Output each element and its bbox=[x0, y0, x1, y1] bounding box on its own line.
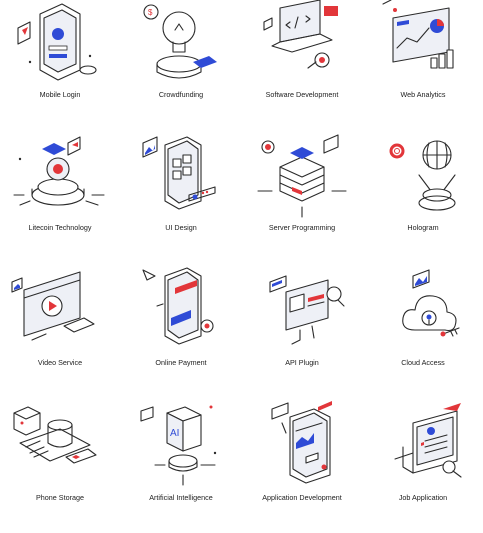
icon-label: Cloud Access bbox=[401, 358, 445, 367]
icon-label: Web Analytics bbox=[400, 90, 446, 99]
mobile-login-icon bbox=[17, 3, 97, 81]
icon-card-mobile-login: Mobile Login bbox=[0, 0, 120, 130]
icon-grid: Mobile Login $ Crowdfunding Software Dev… bbox=[0, 0, 483, 502]
icon-label: Hologram bbox=[407, 223, 439, 232]
icon-card-application-development: Application Development bbox=[242, 401, 362, 533]
ui-design-icon bbox=[142, 136, 216, 210]
icon-label: Application Development bbox=[262, 493, 342, 502]
icon-card-phone-storage: Phone Storage bbox=[0, 403, 120, 533]
icon-label: Litecoin Technology bbox=[28, 223, 92, 232]
icon-card-web-analytics: Web Analytics bbox=[363, 0, 483, 130]
icon-card-video-service: Video Service bbox=[0, 268, 120, 398]
icon-card-artificial-intelligence: AI Artificial Intelligence bbox=[121, 403, 241, 533]
video-service-icon bbox=[11, 271, 95, 341]
api-plugin-icon bbox=[269, 275, 345, 345]
icon-card-cloud-access: Cloud Access bbox=[363, 268, 483, 398]
server-programming-icon bbox=[257, 134, 347, 218]
hologram-icon bbox=[389, 140, 456, 211]
icon-label: Job Application bbox=[398, 493, 448, 502]
icon-label: Server Programming bbox=[268, 223, 336, 232]
application-development-icon bbox=[271, 401, 332, 484]
icon-label: Artificial Intelligence bbox=[149, 493, 213, 502]
icon-label: Software Development bbox=[265, 90, 339, 99]
web-analytics-icon bbox=[382, 0, 454, 69]
svg-text:AI: AI bbox=[170, 428, 179, 439]
icon-label: UI Design bbox=[165, 223, 197, 232]
icon-label: API Plugin bbox=[285, 358, 319, 367]
icon-card-online-payment: Online Payment bbox=[121, 267, 241, 398]
icon-card-job-application: Job Application bbox=[363, 403, 483, 533]
online-payment-icon bbox=[142, 267, 214, 345]
svg-text:$: $ bbox=[148, 8, 153, 17]
artificial-intelligence-icon: AI bbox=[140, 405, 217, 486]
icon-card-api-plugin: API Plugin bbox=[242, 268, 362, 398]
icon-label: Crowdfunding bbox=[158, 90, 204, 99]
icon-card-hologram: Hologram bbox=[363, 133, 483, 263]
phone-storage-icon bbox=[13, 406, 97, 464]
software-development-icon bbox=[263, 0, 338, 69]
icon-card-software-development: Software Development bbox=[242, 0, 362, 130]
icon-card-litecoin-technology: Litecoin Technology bbox=[0, 133, 120, 263]
litecoin-technology-icon bbox=[13, 136, 105, 206]
icon-label: Online Payment bbox=[155, 358, 207, 367]
icon-label: Phone Storage bbox=[36, 493, 84, 502]
icon-label: Mobile Login bbox=[39, 90, 81, 99]
crowdfunding-icon: $ bbox=[143, 4, 217, 79]
icon-card-server-programming: Server Programming bbox=[242, 133, 362, 263]
icon-label: Video Service bbox=[37, 358, 83, 367]
icon-card-ui-design: UI Design bbox=[121, 133, 241, 263]
job-application-icon bbox=[394, 403, 462, 478]
icon-card-crowdfunding: $ Crowdfunding bbox=[121, 0, 241, 130]
cloud-access-icon bbox=[402, 269, 460, 337]
